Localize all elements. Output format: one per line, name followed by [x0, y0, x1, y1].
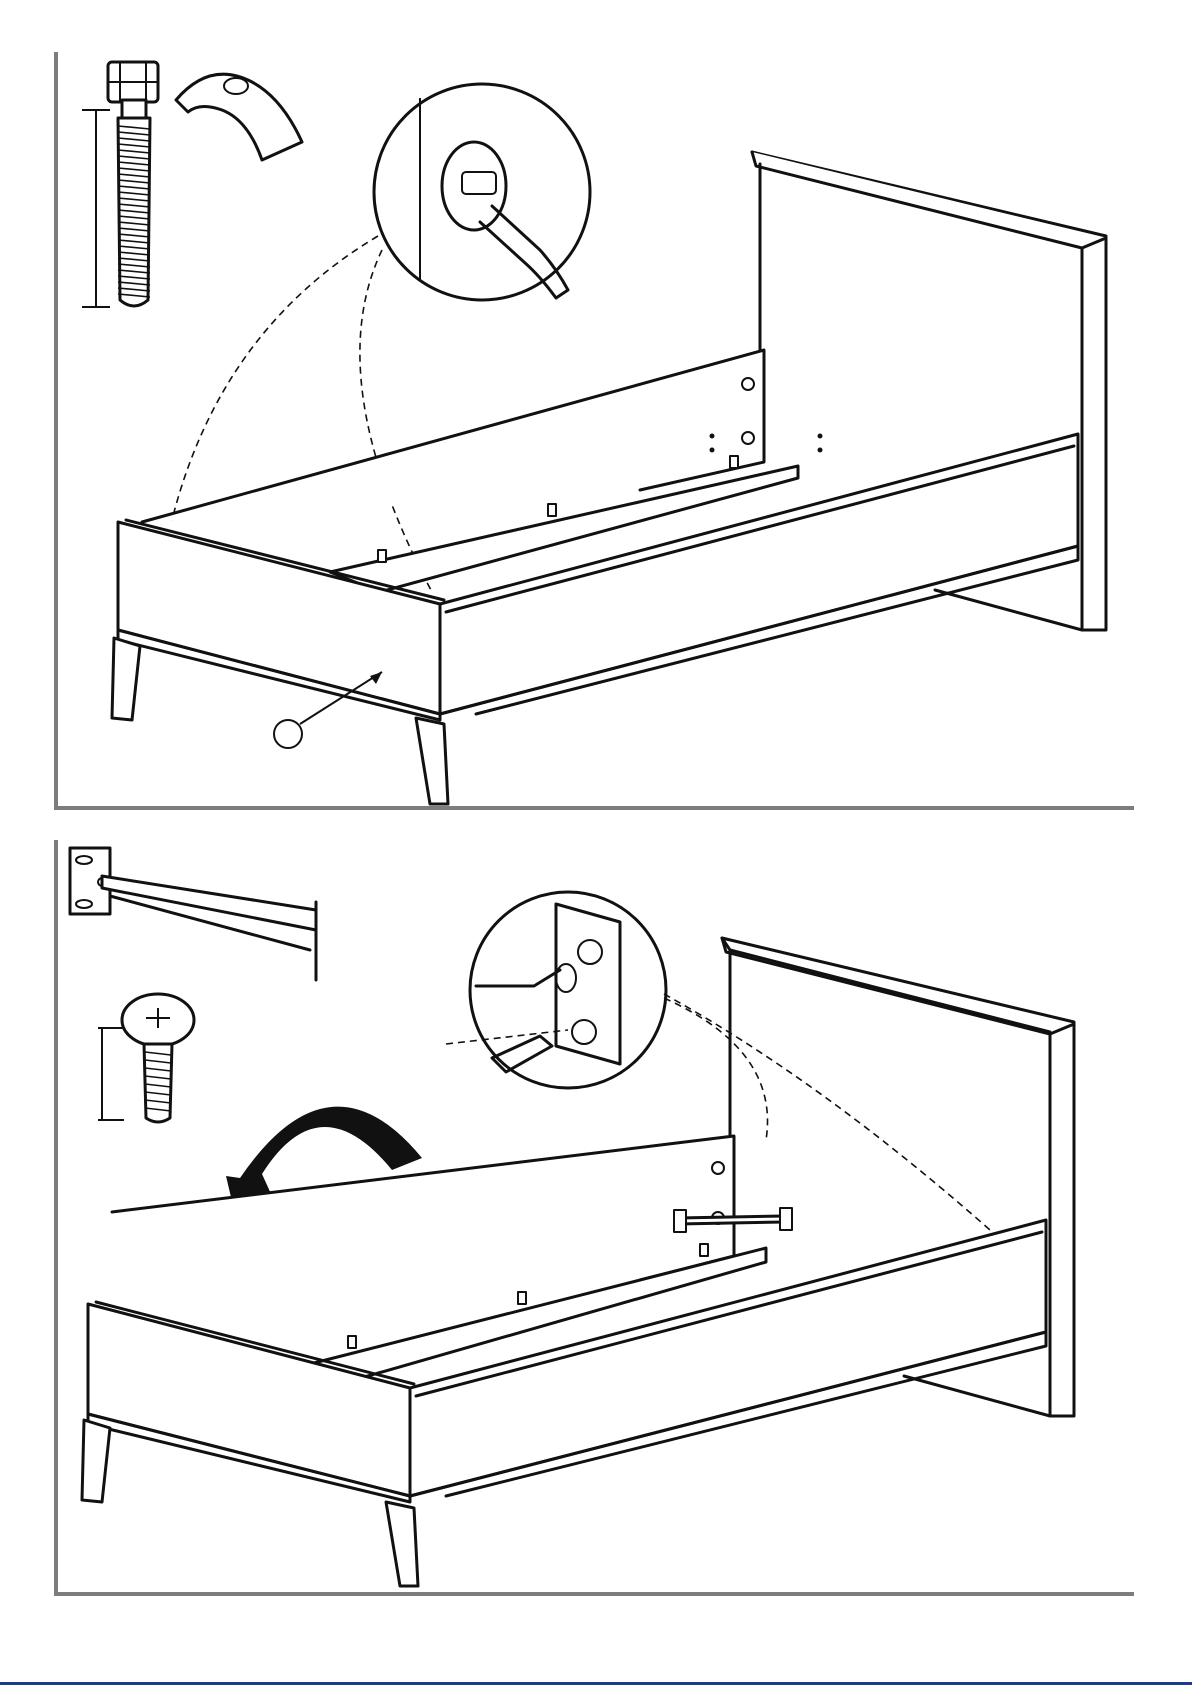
- step-2-panel: [0, 820, 1192, 1600]
- bed-frame-body: [82, 1220, 1046, 1586]
- flange-screw-icon: [98, 994, 194, 1122]
- step-1-panel: [0, 0, 1192, 820]
- metal-slat-rail-icon: [70, 848, 316, 980]
- step-1-illustration: [0, 0, 1192, 820]
- step-2-illustration: [0, 820, 1192, 1600]
- back-side-rail: [112, 1136, 792, 1280]
- curved-washer-icon: [176, 74, 302, 160]
- cam-bolt-icon: [82, 62, 158, 307]
